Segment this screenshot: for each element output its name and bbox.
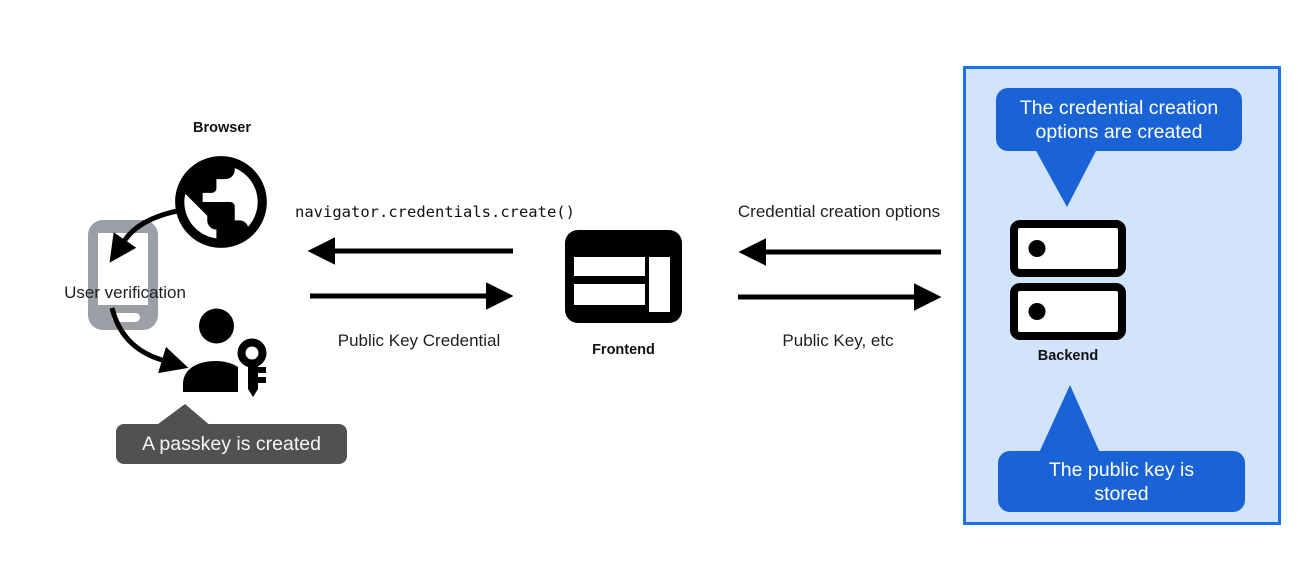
credential-options-bubble-text: The credential creation options are crea…: [1019, 96, 1219, 143]
browser-window-icon: [565, 230, 682, 323]
browser-label: Browser: [192, 120, 252, 136]
public-key-stored-bubble-text: The public key is stored: [1048, 458, 1195, 505]
credential-options-bubble: The credential creation options are crea…: [996, 88, 1242, 151]
globe-icon: [175, 156, 267, 248]
message-credential-creation-options: Credential creation options: [737, 202, 941, 221]
server-stack-icon: [1010, 220, 1126, 340]
message-public-key-credential: Public Key Credential: [337, 331, 501, 350]
passkey-person-icon: [183, 308, 267, 397]
frontend-label: Frontend: [592, 342, 655, 358]
user-verification-label: User verification: [64, 283, 186, 302]
backend-label: Backend: [1037, 348, 1099, 364]
message-navigator-credentials-create: navigator.credentials.create(): [295, 203, 575, 221]
public-key-stored-bubble: The public key is stored: [998, 451, 1245, 512]
passkey-created-tooltip-text: A passkey is created: [142, 432, 321, 455]
passkey-created-tooltip: A passkey is created: [116, 424, 347, 464]
smartphone-icon: [88, 220, 158, 330]
message-public-key-etc: Public Key, etc: [782, 331, 894, 350]
